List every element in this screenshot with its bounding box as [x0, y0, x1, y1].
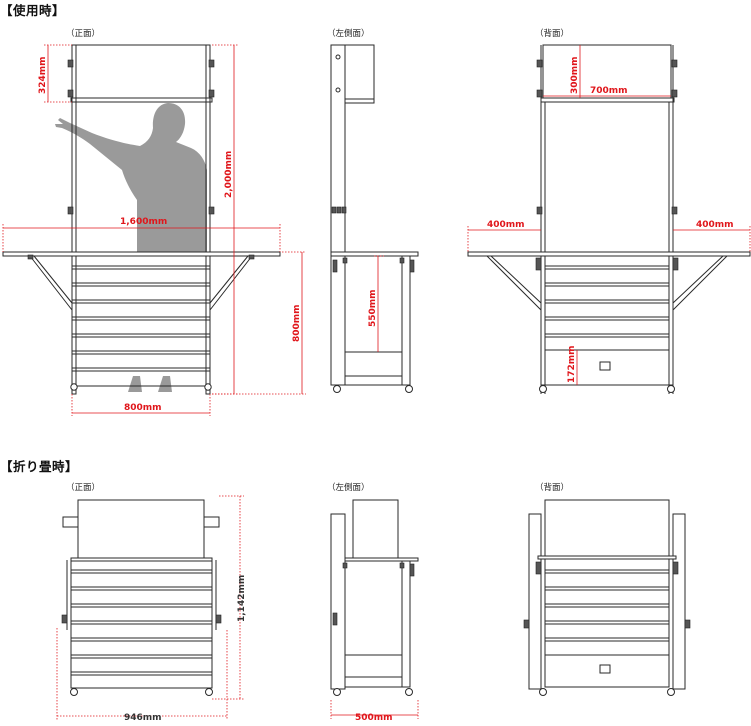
dim-folded-height: 1,142mm: [237, 575, 247, 622]
dim-drawer-height: 172mm: [567, 345, 577, 383]
dim-body-width: 800mm: [124, 403, 162, 413]
dim-wing-right: 400mm: [696, 220, 734, 230]
side-view-in-use: 550mm: [330, 44, 419, 393]
side-view-folded: 500mm: [330, 499, 419, 723]
dim-open-width: 1,600mm: [120, 217, 167, 227]
dim-inner-height: 550mm: [368, 289, 378, 327]
back-view-in-use: 300mm 700mm 400mm 400mm 172mm: [467, 44, 751, 394]
dim-folded-width: 946mm: [124, 713, 162, 723]
section-title-in-use: 【使用時】: [0, 3, 66, 18]
back-view-folded: [523, 499, 691, 696]
dim-counter-height: 800mm: [292, 304, 302, 342]
person-legs: [128, 376, 172, 392]
view-label-back-folded: （背面）: [535, 483, 570, 493]
section-title-folded: 【折り畳時】: [0, 459, 79, 474]
front-view-folded: 1,142mm 946mm: [56, 495, 247, 723]
dim-total-height: 2,000mm: [224, 151, 234, 198]
view-label-side-in-use: （左側面）: [327, 29, 370, 39]
view-label-side-folded: （左側面）: [327, 483, 370, 493]
dim-folded-depth: 500mm: [355, 713, 393, 723]
view-label-front-folded: （正面）: [66, 483, 101, 493]
person-silhouette: [55, 103, 207, 252]
dim-canopy-depth: 300mm: [570, 56, 580, 94]
view-label-front-in-use: （正面）: [66, 29, 101, 39]
dim-canopy-width: 700mm: [590, 86, 628, 96]
front-view-in-use: 324mm 2,000mm 1,600mm 800mm 800mm: [2, 44, 306, 416]
view-label-back-in-use: （背面）: [535, 29, 570, 39]
dim-wing-left: 400mm: [487, 220, 525, 230]
dim-canopy-height: 324mm: [38, 56, 48, 94]
